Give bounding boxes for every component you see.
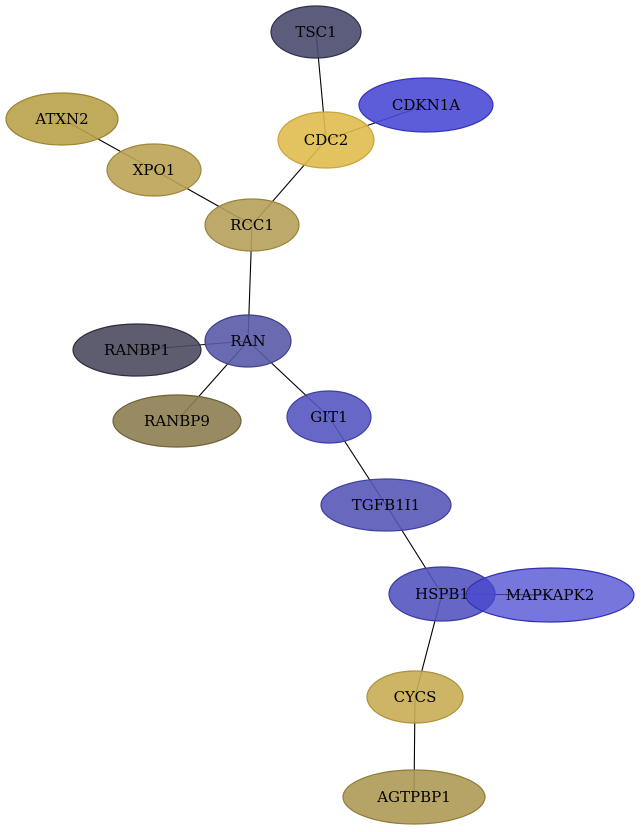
node-atxn2[interactable]: ATXN2: [5, 92, 119, 146]
node-label-cycs: CYCS: [394, 688, 437, 706]
node-ranbp1[interactable]: RANBP1: [72, 323, 202, 377]
node-label-xpo1: XPO1: [133, 161, 176, 179]
node-agtpbp1[interactable]: AGTPBP1: [342, 769, 486, 825]
node-rcc1[interactable]: RCC1: [204, 198, 300, 252]
node-shape-tsc1[interactable]: [270, 5, 362, 59]
node-shape-ranbp9[interactable]: [112, 394, 242, 448]
node-mapkapk2[interactable]: MAPKAPK2: [465, 567, 635, 623]
node-shape-cdkn1a[interactable]: [358, 77, 494, 133]
node-label-tgfb1i1: TGFB1I1: [352, 496, 420, 514]
node-label-ran: RAN: [230, 332, 265, 350]
node-shape-xpo1[interactable]: [106, 143, 202, 197]
node-label-agtpbp1: AGTPBP1: [376, 788, 451, 806]
node-label-tsc1: TSC1: [295, 23, 336, 41]
node-label-cdc2: CDC2: [304, 131, 349, 149]
node-ran[interactable]: RAN: [204, 314, 292, 368]
node-label-rcc1: RCC1: [230, 216, 274, 234]
node-cdc2[interactable]: CDC2: [277, 111, 375, 169]
node-tgfb1i1[interactable]: TGFB1I1: [320, 478, 452, 532]
node-cycs[interactable]: CYCS: [366, 670, 464, 724]
node-cdkn1a[interactable]: CDKN1A: [358, 77, 494, 133]
node-hspb1[interactable]: HSPB1: [388, 566, 496, 622]
node-xpo1[interactable]: XPO1: [106, 143, 202, 197]
node-shape-ranbp1[interactable]: [72, 323, 202, 377]
node-ranbp9[interactable]: RANBP9: [112, 394, 242, 448]
node-shape-cycs[interactable]: [366, 670, 464, 724]
node-label-mapkapk2: MAPKAPK2: [506, 586, 595, 604]
node-shape-atxn2[interactable]: [5, 92, 119, 146]
node-tsc1[interactable]: TSC1: [270, 5, 362, 59]
node-shape-rcc1[interactable]: [204, 198, 300, 252]
node-label-ranbp9: RANBP9: [144, 412, 210, 430]
node-shape-ran[interactable]: [204, 314, 292, 368]
node-shape-tgfb1i1[interactable]: [320, 478, 452, 532]
node-shape-cdc2[interactable]: [277, 111, 375, 169]
node-shape-git1[interactable]: [286, 390, 372, 444]
node-git1[interactable]: GIT1: [286, 390, 372, 444]
node-label-git1: GIT1: [310, 408, 347, 426]
node-label-hspb1: HSPB1: [415, 585, 469, 603]
node-shape-agtpbp1[interactable]: [342, 769, 486, 825]
node-label-ranbp1: RANBP1: [104, 341, 170, 359]
node-shape-mapkapk2[interactable]: [465, 567, 635, 623]
node-label-cdkn1a: CDKN1A: [392, 96, 460, 114]
node-label-atxn2: ATXN2: [34, 110, 88, 128]
